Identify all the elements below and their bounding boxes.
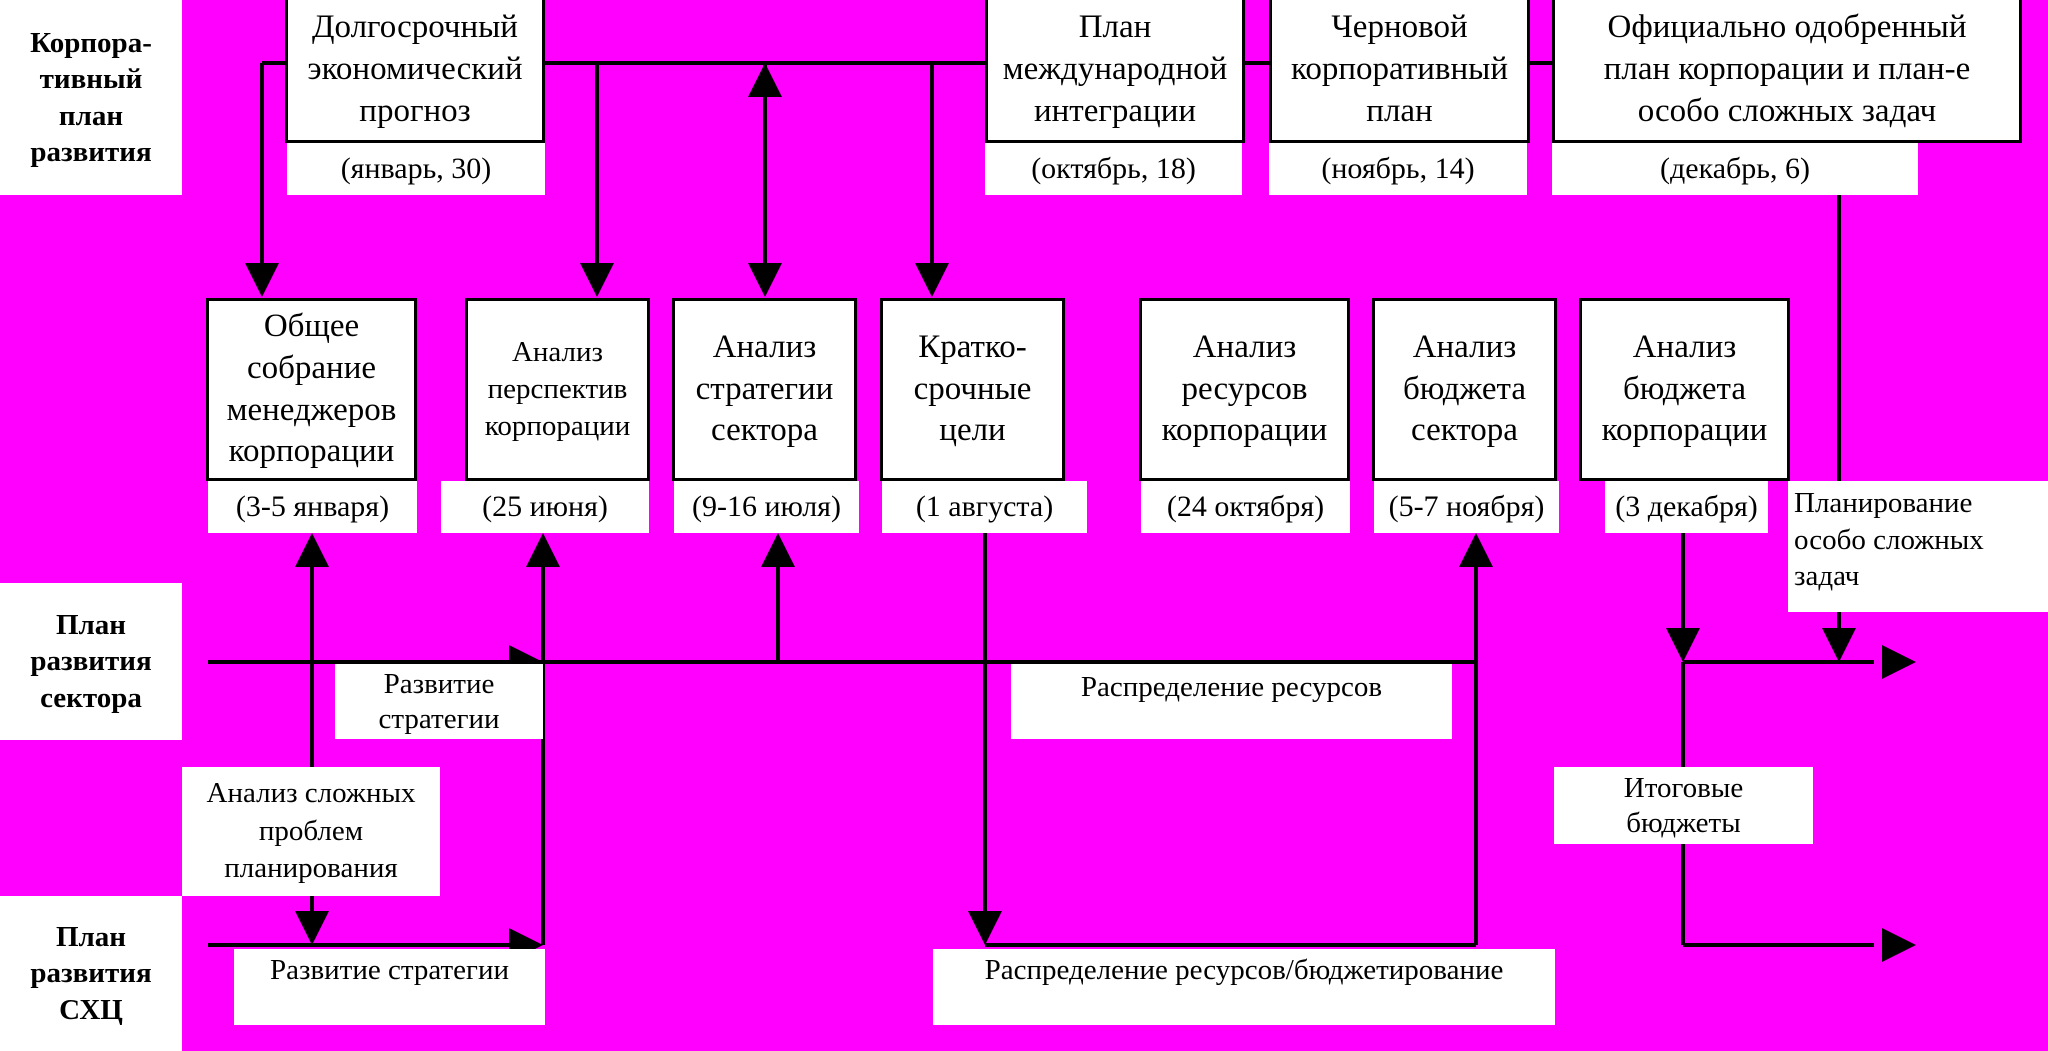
- date-approved-plan: (декабрь, 6): [1552, 143, 1918, 195]
- arrowhead-down: [295, 911, 329, 945]
- arrowhead-up: [761, 533, 795, 567]
- label-strategy-development-shc: Развитие стратегии: [234, 949, 545, 1025]
- date-corp-budget-analysis: (3 декабря): [1605, 481, 1768, 533]
- arrowhead-down: [1822, 628, 1856, 662]
- label-resource-budgeting: Распределение ресурсов/бюджетирование: [933, 949, 1555, 1025]
- arrowhead-down: [748, 263, 782, 297]
- box-approved-plan: Официально одобренный план корпорации и …: [1552, 0, 2022, 143]
- date-draft-corporate-plan: (ноябрь, 14): [1269, 143, 1527, 195]
- arrowhead-down: [1666, 628, 1700, 662]
- date-long-term-forecast: (январь, 30): [287, 143, 545, 195]
- box-integration-plan: План международной интеграции: [985, 0, 1245, 143]
- arrowhead-down: [915, 263, 949, 297]
- label-complex-tasks-planning: Планирование особо сложных задач: [1788, 481, 2048, 612]
- box-prospects-analysis: Анализ перспектив корпорации: [465, 298, 650, 481]
- row-label-shc: План развития СХЦ: [0, 896, 182, 1051]
- date-short-term-goals: (1 августа): [882, 481, 1087, 533]
- row-label-sector: План развития сектора: [0, 583, 182, 740]
- arrowhead-up: [295, 533, 329, 567]
- date-sector-strategy-analysis: (9-16 июля): [674, 481, 859, 533]
- label-complex-problems-analysis: Анализ сложных проблем планирования: [182, 767, 440, 896]
- arrowhead-up: [748, 63, 782, 97]
- arrowhead-down: [968, 911, 1002, 945]
- date-managers-meeting: (3-5 января): [208, 481, 417, 533]
- label-resource-allocation: Распределение ресурсов: [1011, 664, 1452, 739]
- arrowhead-up: [1459, 533, 1493, 567]
- row-label-corporate: Корпора- тивный план развития: [0, 0, 182, 195]
- arrowheads: [245, 63, 1916, 962]
- box-resource-analysis: Анализ ресурсов корпорации: [1139, 298, 1350, 481]
- date-sector-budget-analysis: (5-7 ноября): [1374, 481, 1559, 533]
- label-final-budgets: Итоговые бюджеты: [1554, 767, 1813, 844]
- arrowhead-up: [526, 533, 560, 567]
- arrowhead-right: [1882, 645, 1916, 679]
- arrowhead-down: [245, 263, 279, 297]
- box-draft-corporate-plan: Черновой корпоративный план: [1269, 0, 1530, 143]
- arrowhead-right: [1882, 928, 1916, 962]
- box-sector-strategy-analysis: Анализ стратегии сектора: [672, 298, 857, 481]
- box-managers-meeting: Общее собрание менеджеров корпорации: [206, 298, 417, 481]
- box-short-term-goals: Кратко- срочные цели: [880, 298, 1065, 481]
- date-prospects-analysis: (25 июня): [441, 481, 649, 533]
- box-corp-budget-analysis: Анализ бюджета корпорации: [1579, 298, 1790, 481]
- arrowhead-down: [580, 263, 614, 297]
- label-strategy-development: Развитие стратегии: [335, 664, 543, 739]
- box-long-term-forecast: Долгосрочный экономический прогноз: [285, 0, 545, 143]
- date-resource-analysis: (24 октября): [1141, 481, 1350, 533]
- box-sector-budget-analysis: Анализ бюджета сектора: [1372, 298, 1557, 481]
- date-integration-plan: (октябрь, 18): [985, 143, 1242, 195]
